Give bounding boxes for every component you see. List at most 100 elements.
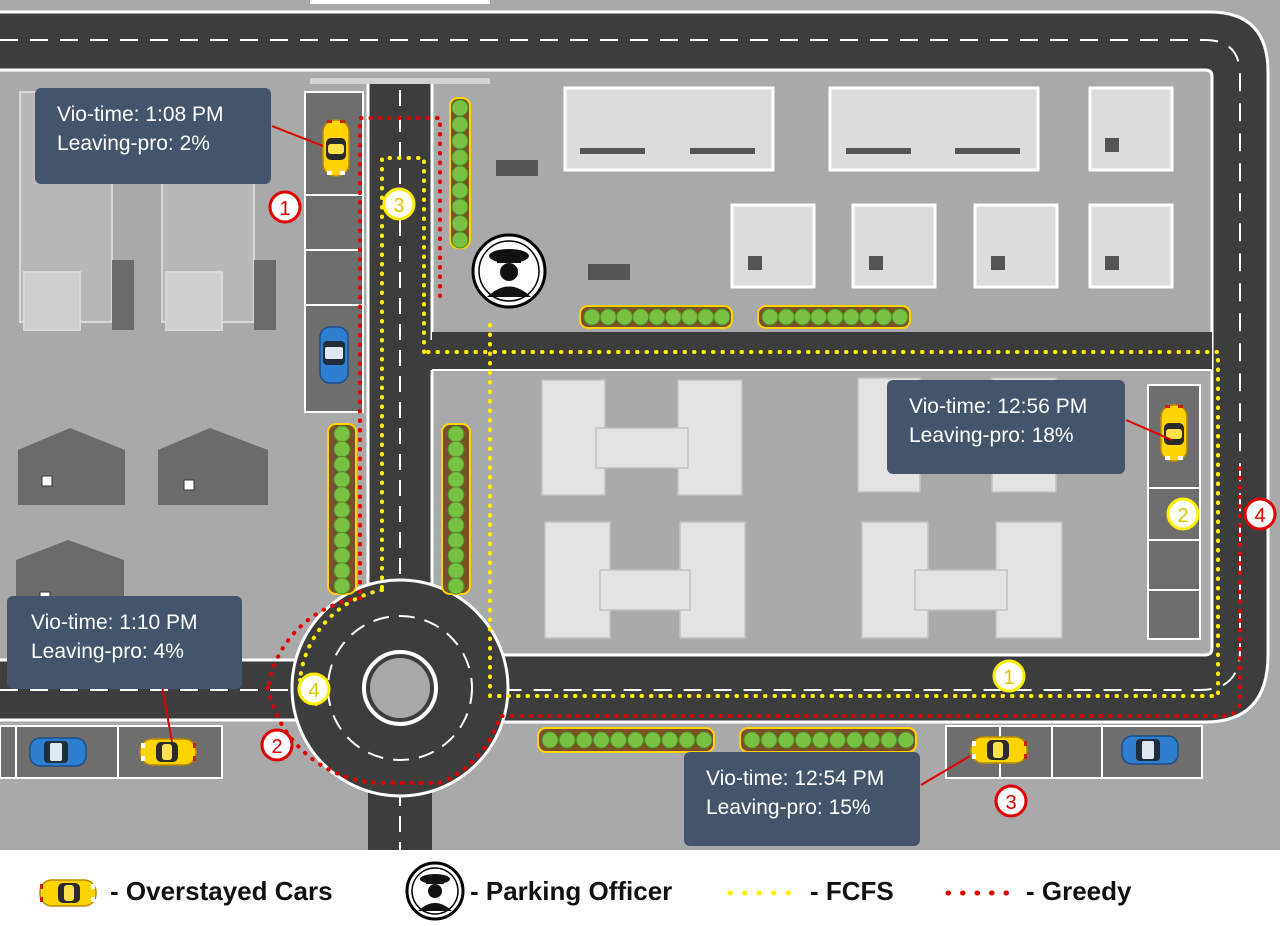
bush [448, 532, 464, 548]
bush [576, 732, 592, 748]
bush [452, 199, 468, 215]
callout-car-4: Vio-time: 12:54 PM Leaving-pro: 15% [684, 752, 920, 846]
overstayed-car-2 [1161, 405, 1187, 461]
bush [864, 732, 880, 748]
bush [448, 502, 464, 518]
overstayed-car-3 [140, 739, 196, 765]
greedy-marker-4: 4 [1245, 499, 1275, 529]
bush [448, 563, 464, 579]
svg-text:4: 4 [1254, 505, 1265, 527]
bush [584, 309, 600, 325]
bush [334, 548, 350, 564]
bush [696, 732, 712, 748]
bush [811, 309, 827, 325]
callout-car-2: Vio-time: 1:10 PM Leaving-pro: 4% [7, 596, 242, 689]
parking-officer-icon [473, 235, 545, 307]
bush [334, 487, 350, 503]
normal-car-3 [1122, 736, 1178, 764]
bush [334, 456, 350, 472]
greedy-marker-2: 2 [262, 730, 292, 760]
bush [617, 309, 633, 325]
callout-car-1: Vio-time: 1:08 PM Leaving-pro: 2% [35, 88, 271, 184]
fcfs-marker-2: 2 [1168, 499, 1198, 529]
bush [898, 732, 914, 748]
svg-text:3: 3 [1005, 792, 1016, 814]
bush [827, 309, 843, 325]
bush [610, 732, 626, 748]
bush [334, 563, 350, 579]
bush [559, 732, 575, 748]
vio-time-1: Vio-time: 1:08 PM [57, 100, 253, 129]
bush [795, 732, 811, 748]
bush [542, 732, 558, 748]
vio-time-2: Vio-time: 1:10 PM [31, 608, 224, 637]
bush [593, 732, 609, 748]
bush [628, 732, 644, 748]
bush [452, 100, 468, 116]
bush [761, 732, 777, 748]
svg-text:1: 1 [279, 198, 290, 220]
bush [662, 732, 678, 748]
svg-text:3: 3 [393, 195, 404, 217]
bush [860, 309, 876, 325]
bush [448, 578, 464, 594]
bush [452, 150, 468, 166]
bush [778, 309, 794, 325]
bush [778, 732, 794, 748]
bush [334, 532, 350, 548]
bush [645, 732, 661, 748]
bush [448, 487, 464, 503]
overstayed-car-1 [323, 120, 349, 176]
bush [682, 309, 698, 325]
leaving-pro-3: Leaving-pro: 18% [909, 421, 1107, 450]
bush [452, 117, 468, 133]
bush [448, 426, 464, 442]
svg-text:2: 2 [1177, 505, 1188, 527]
legend-officer-icon [407, 863, 463, 919]
bush [876, 309, 892, 325]
leaving-pro-4: Leaving-pro: 15% [706, 793, 902, 822]
vio-time-3: Vio-time: 12:56 PM [909, 392, 1107, 421]
bush [448, 456, 464, 472]
bush [744, 732, 760, 748]
fcfs-marker-1: 1 [994, 661, 1024, 691]
bush [633, 309, 649, 325]
legend-officer-label: - Parking Officer [470, 876, 672, 907]
bush [448, 548, 464, 564]
fcfs-marker-3: 3 [384, 189, 414, 219]
fcfs-marker-4: 4 [299, 674, 329, 704]
bush [762, 309, 778, 325]
bush [714, 309, 730, 325]
svg-text:1: 1 [1003, 667, 1014, 689]
legend-overstayed-car-icon [40, 880, 96, 906]
bush [334, 472, 350, 488]
normal-car-1 [320, 327, 348, 383]
bush [334, 578, 350, 594]
bush [830, 732, 846, 748]
bush [334, 517, 350, 533]
bush [679, 732, 695, 748]
svg-text:4: 4 [308, 680, 319, 702]
bush [649, 309, 665, 325]
overstayed-car-4 [971, 737, 1027, 763]
greedy-marker-1: 1 [270, 192, 300, 222]
bush [452, 183, 468, 199]
bush [812, 732, 828, 748]
legend-overstayed-label: - Overstayed Cars [110, 876, 333, 907]
bush [452, 232, 468, 248]
bush [448, 472, 464, 488]
bush [600, 309, 616, 325]
bush [881, 732, 897, 748]
bush [795, 309, 811, 325]
bush [448, 441, 464, 457]
legend-fcfs-label: - FCFS [810, 876, 894, 907]
bush [665, 309, 681, 325]
bush [452, 133, 468, 149]
bush [452, 216, 468, 232]
greedy-marker-3: 3 [996, 786, 1026, 816]
bush [452, 166, 468, 182]
bush [847, 732, 863, 748]
bush [448, 517, 464, 533]
leaving-pro-1: Leaving-pro: 2% [57, 129, 253, 158]
bush [892, 309, 908, 325]
